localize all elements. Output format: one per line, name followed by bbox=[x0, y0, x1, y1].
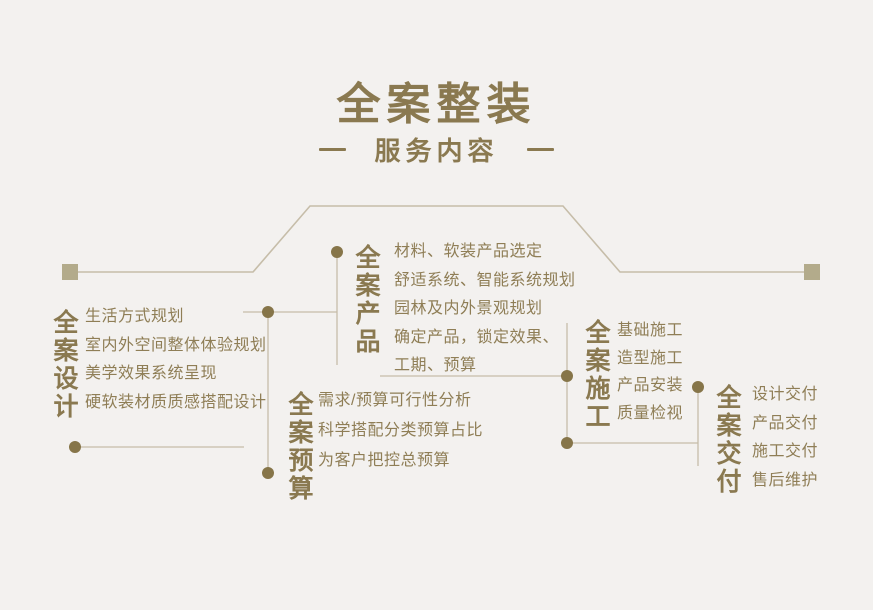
node-dot-construction-bottom bbox=[561, 437, 573, 449]
node-dot-delivery bbox=[692, 381, 704, 393]
node-dot-design-stub bbox=[69, 441, 81, 453]
list-item: 设计交付 bbox=[752, 386, 819, 403]
section-title-delivery: 全案交付 bbox=[713, 384, 741, 496]
end-square-right-icon bbox=[804, 264, 820, 280]
dash-right-icon bbox=[526, 148, 554, 151]
list-item: 美学效果系统呈现 bbox=[85, 365, 218, 382]
list-item: 生活方式规划 bbox=[85, 308, 185, 325]
list-item: 产品安装 bbox=[617, 377, 684, 394]
list-item: 硬软装材质质感搭配设计 bbox=[85, 393, 267, 411]
list-item: 质量检视 bbox=[617, 404, 684, 422]
subtitle-row: 服务内容 bbox=[0, 131, 873, 168]
section-title-budget: 全案预算 bbox=[285, 391, 313, 503]
list-item: 室内外空间整体体验规划 bbox=[85, 336, 267, 354]
section-title-product: 全案产品 bbox=[352, 244, 380, 356]
list-item: 材料、软装产品选定 bbox=[394, 243, 543, 260]
list-item: 确定产品，锁定效果、 bbox=[394, 328, 560, 346]
list-item: 基础施工 bbox=[617, 322, 684, 339]
section-items-product: 材料、软装产品选定 舒适系统、智能系统规划 园林及内外景观规划 确定产品，锁定效… bbox=[394, 238, 576, 381]
list-item: 施工交付 bbox=[752, 443, 819, 460]
section-title-design: 全案设计 bbox=[50, 309, 78, 421]
list-item: 工期、预算 bbox=[394, 357, 477, 374]
list-item: 舒适系统、智能系统规划 bbox=[394, 271, 576, 289]
list-item: 需求/预算可行性分析 bbox=[318, 392, 472, 409]
node-dot-product bbox=[331, 246, 343, 258]
dash-left-icon bbox=[319, 148, 347, 151]
end-square-left-icon bbox=[62, 264, 78, 280]
list-item: 为客户把控总预算 bbox=[318, 452, 451, 469]
list-item: 售后维护 bbox=[752, 471, 819, 489]
list-item: 科学搭配分类预算占比 bbox=[318, 422, 484, 439]
section-items-delivery: 设计交付 产品交付 施工交付 售后维护 bbox=[752, 381, 818, 495]
list-item: 产品交付 bbox=[752, 414, 819, 432]
section-items-design: 生活方式规划 室内外空间整体体验规划 美学效果系统呈现 硬软装材质质感搭配设计 bbox=[85, 303, 267, 417]
section-items-construction: 基础施工 造型施工 产品安装 质量检视 bbox=[617, 317, 683, 427]
list-item: 园林及内外景观规划 bbox=[394, 300, 543, 317]
section-items-budget: 需求/预算可行性分析 科学搭配分类预算占比 为客户把控总预算 bbox=[318, 386, 483, 476]
list-item: 造型施工 bbox=[617, 349, 684, 367]
page-subtitle: 服务内容 bbox=[374, 136, 499, 166]
node-dot-budget bbox=[262, 467, 274, 479]
page-title: 全案整装 bbox=[336, 80, 537, 129]
section-title-construction: 全案施工 bbox=[582, 319, 610, 431]
